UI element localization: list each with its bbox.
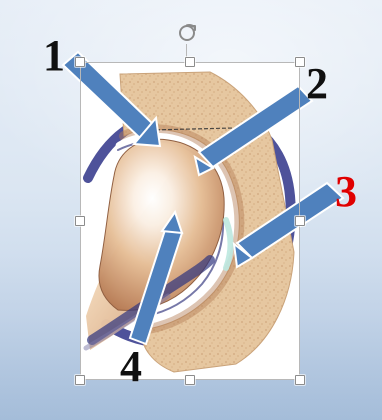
resize-handle-right[interactable]	[295, 216, 305, 226]
rotate-icon[interactable]	[176, 22, 198, 44]
callout-label-1: 1	[43, 34, 65, 78]
resize-handle-top[interactable]	[185, 57, 195, 67]
resize-handle-top-right[interactable]	[295, 57, 305, 67]
resize-handle-bottom-right[interactable]	[295, 375, 305, 385]
resize-handle-left[interactable]	[75, 216, 85, 226]
resize-handle-bottom[interactable]	[185, 375, 195, 385]
callout-label-4: 4	[120, 345, 142, 389]
resize-handle-bottom-left[interactable]	[75, 375, 85, 385]
callout-label-2: 2	[306, 62, 328, 106]
callout-label-3: 3	[335, 170, 357, 214]
resize-handle-top-left[interactable]	[75, 57, 85, 67]
selection-frame[interactable]	[80, 62, 300, 380]
